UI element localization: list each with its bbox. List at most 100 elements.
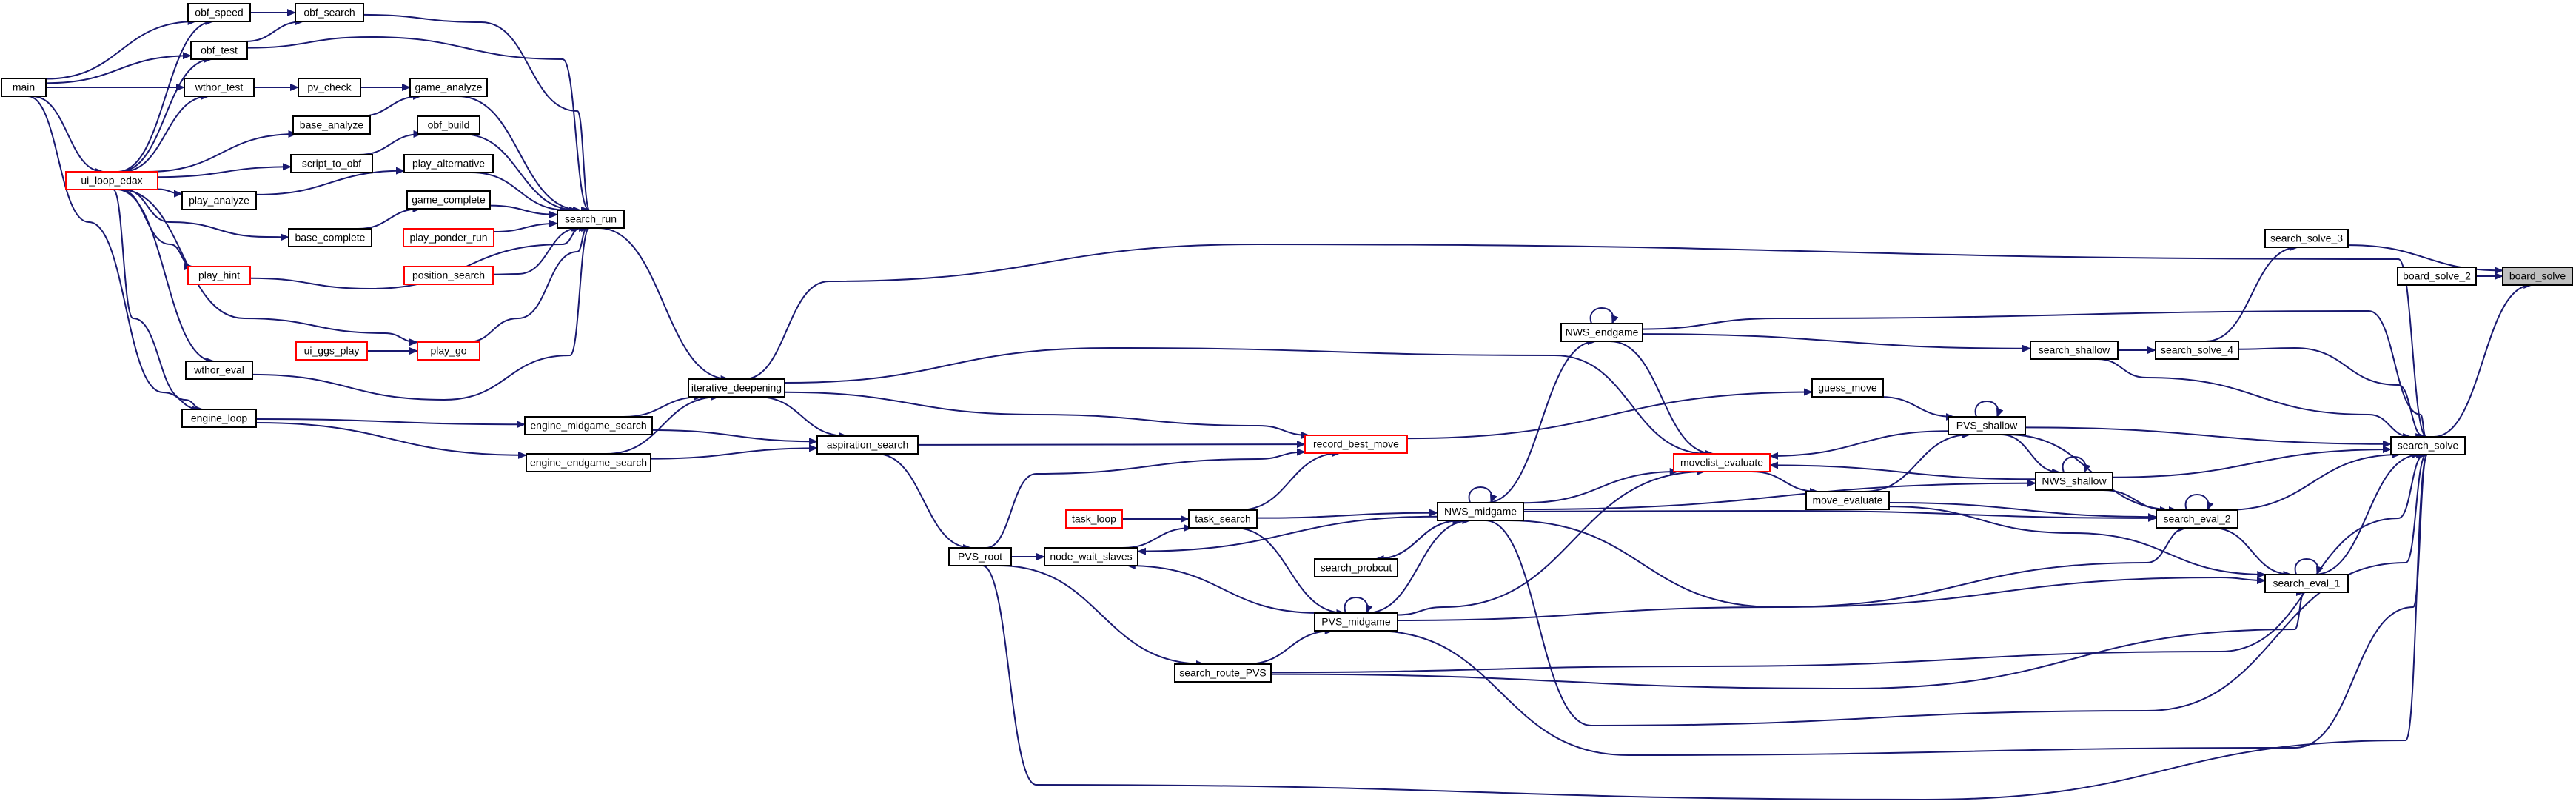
node-game_complete[interactable]: game_complete: [406, 190, 491, 210]
node-search_solve[interactable]: search_solve: [2390, 436, 2466, 455]
node-base_complete[interactable]: base_complete: [288, 228, 372, 247]
edge-line: [2103, 489, 2169, 514]
node-script_to_obf[interactable]: script_to_obf: [290, 154, 373, 173]
edge-line: [255, 422, 527, 459]
node-game_analyze[interactable]: game_analyze: [409, 78, 488, 97]
node-PVS_shallow[interactable]: PVS_shallow: [1948, 416, 2026, 435]
node-search_eval_2[interactable]: search_eval_2: [2156, 509, 2238, 529]
node-task_loop[interactable]: task_loop: [1065, 509, 1123, 529]
node-task_search[interactable]: task_search: [1188, 509, 1258, 529]
edge-line: [2184, 494, 2214, 511]
edge-search_solve_4-to-search_solve: [2238, 346, 2425, 441]
node-box: [1314, 558, 1398, 577]
node-box: [295, 3, 364, 22]
edge-line: [358, 130, 423, 155]
edge-line: [2097, 358, 2412, 441]
node-PVS_midgame[interactable]: PVS_midgame: [1314, 612, 1398, 632]
node-play_ponder_run[interactable]: play_ponder_run: [403, 228, 494, 247]
node-position_search[interactable]: position_search: [403, 266, 494, 285]
node-label: play_analyze: [189, 195, 249, 207]
node-node_wait_slaves[interactable]: node_wait_slaves: [1044, 547, 1138, 566]
node-main[interactable]: main: [1, 78, 47, 97]
node-label: base_analyze: [300, 119, 364, 131]
node-search_eval_1[interactable]: search_eval_1: [2264, 574, 2349, 593]
edge-line: [1508, 520, 2266, 609]
node-box: [2502, 267, 2573, 286]
node-NWS_endgame[interactable]: NWS_endgame: [1560, 323, 1643, 342]
edge-line: [2314, 451, 2421, 575]
node-pv_check[interactable]: pv_check: [298, 78, 361, 97]
node-board_solve_2[interactable]: board_solve_2: [2397, 267, 2477, 286]
node-play_hint[interactable]: play_hint: [187, 266, 251, 285]
edge-line: [358, 205, 422, 230]
edge-ui_loop_edax-to-play_analyze: [157, 188, 183, 198]
edge-task_search-to-PVS_midgame: [1234, 527, 1346, 617]
node-search_solve_3[interactable]: search_solve_3: [2264, 229, 2349, 248]
edge-PVS_midgame-to-search_solve: [1374, 451, 2428, 757]
edge-obf_test-to-search_run: [246, 36, 590, 214]
edge-play_alternative-to-search_run: [471, 172, 569, 214]
node-engine_loop[interactable]: engine_loop: [181, 409, 257, 428]
node-label: engine_loop: [191, 412, 248, 424]
node-box: [2390, 436, 2466, 455]
edge-PVS_shallow-to-search_solve: [2025, 426, 2392, 448]
node-engine_endgame_search[interactable]: engine_endgame_search: [526, 453, 651, 472]
node-PVS_root[interactable]: PVS_root: [948, 547, 1012, 566]
node-label: script_to_obf: [302, 158, 361, 170]
edge-line: [1406, 388, 1813, 440]
node-wthor_eval[interactable]: wthor_eval: [185, 361, 253, 380]
node-ui_loop_edax[interactable]: ui_loop_edax: [65, 171, 158, 190]
node-aspiration_search[interactable]: aspiration_search: [816, 435, 919, 455]
node-search_shallow[interactable]: search_shallow: [2030, 341, 2119, 360]
edge-aspiration_search-to-PVS_root: [876, 453, 972, 552]
node-label: base_complete: [295, 232, 366, 244]
node-board_solve[interactable]: board_solve: [2502, 267, 2573, 286]
node-label: position_search: [412, 269, 485, 281]
node-obf_speed[interactable]: obf_speed: [187, 3, 251, 22]
node-guess_move[interactable]: guess_move: [1811, 378, 1884, 398]
node-movelist_evaluate[interactable]: movelist_evaluate: [1673, 453, 1771, 472]
node-search_route_PVS[interactable]: search_route_PVS: [1174, 663, 1272, 683]
node-obf_build[interactable]: obf_build: [417, 115, 480, 135]
edge-line: [471, 172, 569, 214]
node-label: game_analyze: [415, 81, 482, 93]
node-play_go[interactable]: play_go: [417, 341, 480, 361]
node-wthor_test[interactable]: wthor_test: [184, 78, 255, 97]
edge-PVS_midgame-to-movelist_evaluate: [1397, 468, 1705, 616]
edge-line: [1751, 471, 1819, 495]
node-search_run[interactable]: search_run: [557, 210, 625, 229]
edge-search_eval_2-to-search_solve: [2224, 451, 2401, 511]
node-obf_test[interactable]: obf_test: [190, 41, 248, 60]
node-engine_midgame_search[interactable]: engine_midgame_search: [524, 416, 653, 435]
node-label: play_go: [430, 345, 466, 357]
edge-line: [757, 396, 848, 440]
edge-NWS_midgame-to-search_solve: [1485, 451, 2427, 727]
node-label: iterative_deepening: [691, 382, 782, 394]
edge-line: [784, 346, 1709, 458]
edge-line: [1126, 562, 1321, 614]
node-label: movelist_evaluate: [1680, 457, 1763, 469]
node-box: [406, 190, 491, 210]
node-base_analyze[interactable]: base_analyze: [292, 115, 371, 135]
edge-line: [359, 93, 422, 117]
node-iterative_deepening[interactable]: iterative_deepening: [688, 378, 785, 398]
node-box: [1560, 323, 1643, 342]
node-NWS_midgame[interactable]: NWS_midgame: [1437, 502, 1524, 521]
node-search_solve_4[interactable]: search_solve_4: [2155, 341, 2239, 360]
node-box: [403, 154, 494, 173]
node-search_probcut[interactable]: search_probcut: [1314, 558, 1398, 577]
node-play_analyze[interactable]: play_analyze: [181, 191, 257, 210]
node-record_best_move[interactable]: record_best_move: [1304, 435, 1408, 454]
edge-obf_search-to-search_run: [363, 13, 591, 214]
node-ui_ggs_play[interactable]: ui_ggs_play: [295, 341, 368, 361]
node-box: [1314, 612, 1398, 632]
node-move_evaluate[interactable]: move_evaluate: [1805, 491, 1890, 510]
node-box: [1174, 663, 1272, 683]
node-obf_search[interactable]: obf_search: [295, 3, 364, 22]
node-NWS_shallow[interactable]: NWS_shallow: [2035, 472, 2113, 491]
edge-game_analyze-to-search_run: [457, 96, 583, 214]
node-box: [292, 115, 371, 135]
edge-main-to-ui_loop_edax: [32, 96, 104, 175]
node-play_alternative[interactable]: play_alternative: [403, 154, 494, 173]
edge-NWS_midgame-to-search_probcut: [1375, 520, 1461, 563]
